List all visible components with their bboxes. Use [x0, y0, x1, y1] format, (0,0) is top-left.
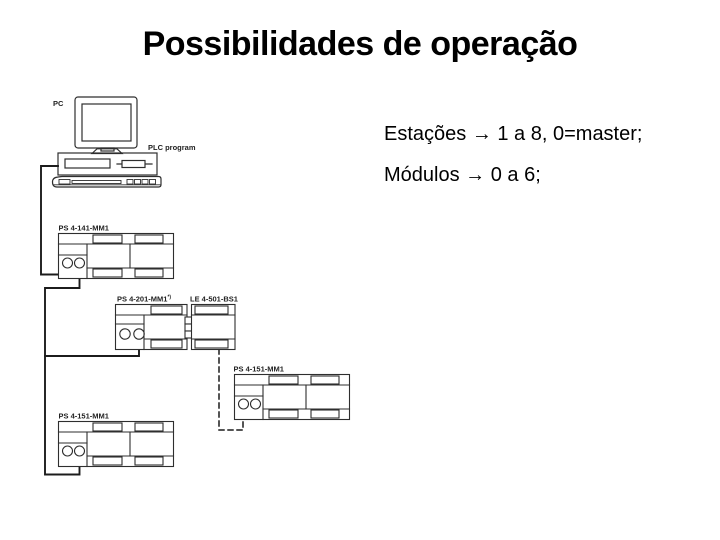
- wire-dashed-le-to-ps4151: [218, 348, 244, 431]
- wire-bus-main: [44, 266, 81, 476]
- module-label: PS 4-141-MM1: [59, 224, 109, 233]
- module-ps4-141-mm1: PS 4-141-MM1: [57, 224, 175, 280]
- module-label: LE 4-501-BS1: [190, 295, 238, 304]
- module-label: PS 4-151-MM1: [59, 412, 109, 421]
- slide-title: Possibilidades de operação: [142, 25, 578, 63]
- computer-case-icon: [57, 152, 158, 176]
- module-ps4-201-mm1-le4-501-bs1: PS 4-201-MM1*) LE 4-501-BS1: [114, 295, 238, 351]
- note-modulos: Módulos → 0 a 6;: [384, 164, 541, 186]
- note-estacoes: Estações → 1 a 8, 0=master;: [384, 123, 643, 145]
- module-ps4-151-mm1-right: PS 4-151-MM1: [234, 365, 351, 421]
- pc-label: PC: [53, 99, 64, 108]
- keyboard-icon: [51, 175, 162, 188]
- plc-program-label: PLC program: [148, 143, 196, 152]
- module-ps4-151-mm1-bottom: PS 4-151-MM1: [57, 412, 175, 468]
- monitor-icon: [74, 96, 138, 155]
- pc-drawing: PC PLC program: [51, 96, 196, 188]
- module-label: PS 4-151-MM1: [234, 365, 284, 374]
- module-label: PS 4-201-MM1*): [117, 295, 171, 304]
